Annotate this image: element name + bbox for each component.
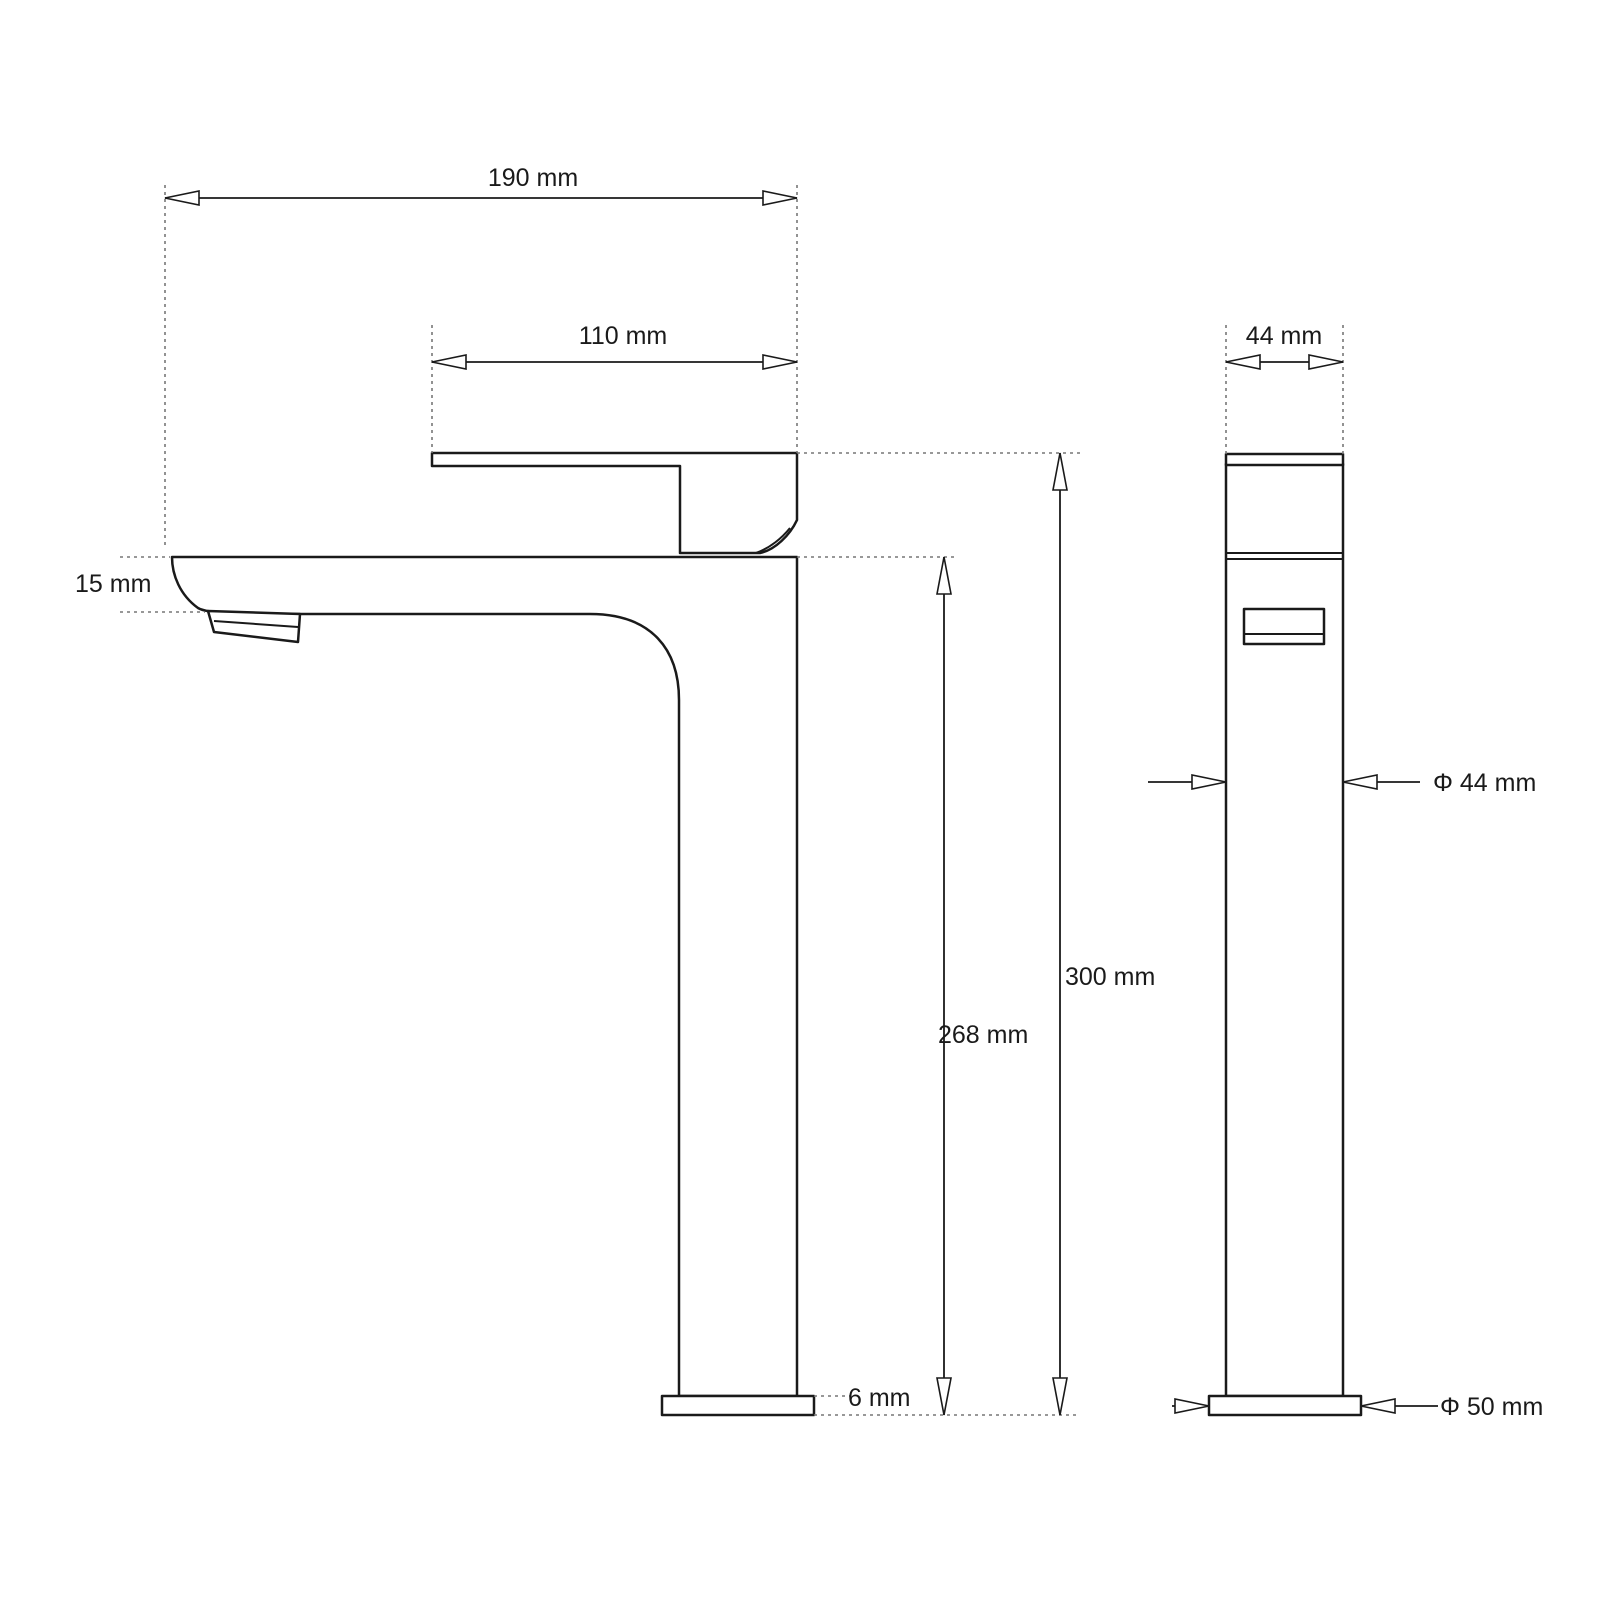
extension-lines xyxy=(120,185,1344,1416)
arrow-phi50-left xyxy=(1174,1398,1210,1414)
arrow-phi44-left xyxy=(1191,774,1227,790)
label-base-plate-height: 6 mm xyxy=(848,1384,911,1412)
label-base-diameter: Φ 50 mm xyxy=(1440,1393,1543,1421)
aerator xyxy=(206,609,302,644)
side-base-plate xyxy=(1207,1394,1363,1417)
label-total-height: 300 mm xyxy=(1065,963,1155,991)
lever-handle xyxy=(430,451,799,555)
arrow-110-left xyxy=(431,354,467,370)
arrow-110-right xyxy=(762,354,798,370)
front-view xyxy=(170,451,816,1417)
arrow-268-top xyxy=(936,556,952,595)
side-view xyxy=(1207,452,1363,1417)
dimension-labels: 190 mm 110 mm 15 mm 300 mm 268 mm 6 mm 4… xyxy=(75,164,1543,1421)
arrow-phi50-right xyxy=(1360,1398,1396,1414)
arrow-44-left xyxy=(1225,354,1261,370)
side-body xyxy=(1224,462,1345,1398)
side-aerator xyxy=(1242,607,1326,646)
label-spout-base-height: 268 mm xyxy=(938,1021,1028,1049)
label-body-diameter: Φ 44 mm xyxy=(1433,769,1536,797)
faucet-body-outline xyxy=(170,555,799,1398)
arrow-190-right xyxy=(762,190,798,206)
label-handle-length: 110 mm xyxy=(579,322,667,350)
arrow-44-right xyxy=(1308,354,1344,370)
dimension-lines xyxy=(164,190,1438,1416)
label-overall-width: 190 mm xyxy=(488,164,578,192)
arrow-300-bottom xyxy=(1052,1377,1068,1416)
base-plate xyxy=(660,1394,816,1417)
side-handle-top xyxy=(1224,452,1345,467)
label-spout-height: 15 mm xyxy=(75,570,151,598)
label-side-width: 44 mm xyxy=(1246,322,1322,350)
arrow-268-bottom xyxy=(936,1377,952,1416)
arrow-190-left xyxy=(164,190,200,206)
arrow-phi44-right xyxy=(1342,774,1378,790)
arrow-300-top xyxy=(1052,452,1068,491)
